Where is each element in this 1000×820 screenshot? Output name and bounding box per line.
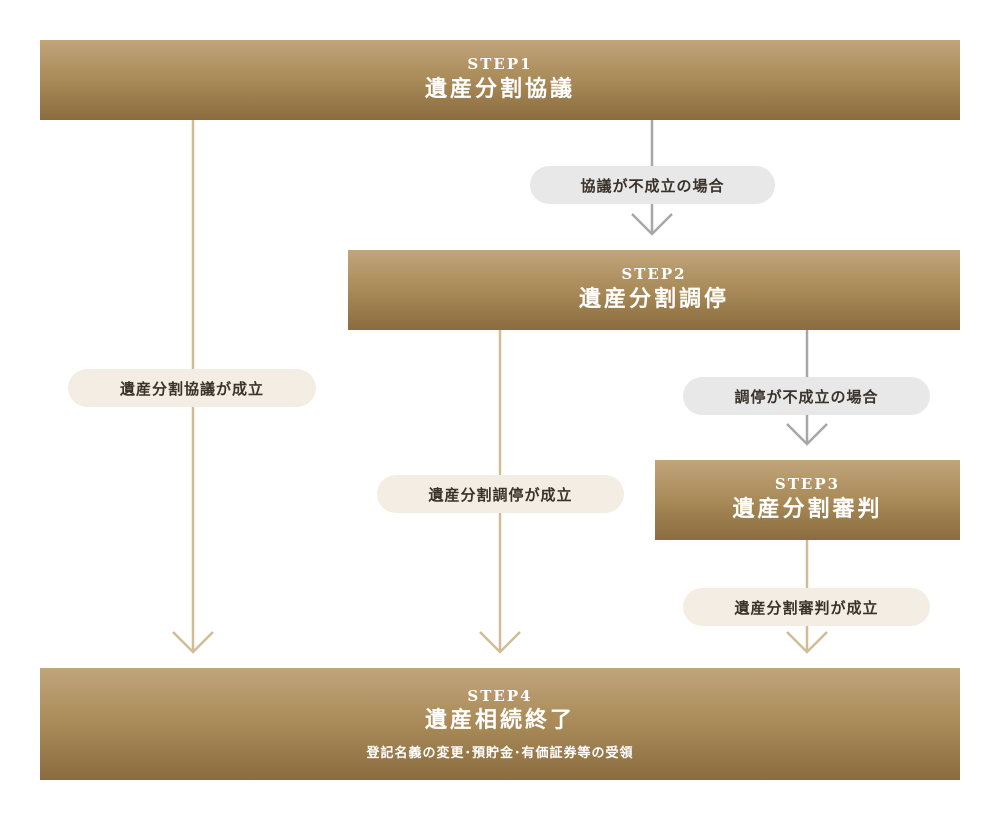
- step4-box: STEP4 遺産相続終了 登記名義の変更･預貯金･有価証券等の受領: [40, 668, 960, 780]
- step2-box: STEP2 遺産分割調停: [348, 250, 960, 330]
- step2-label: STEP2: [621, 265, 687, 284]
- condition-kyogi-seiritsu: 遺産分割協議が成立: [68, 369, 316, 407]
- step1-title: 遺産分割協議: [424, 75, 575, 102]
- step3-box: STEP3 遺産分割審判: [655, 460, 960, 540]
- step2-title: 遺産分割調停: [578, 285, 729, 312]
- step3-title: 遺産分割審判: [732, 495, 883, 522]
- step4-label: STEP4: [467, 686, 533, 705]
- step1-box: STEP1 遺産分割協議: [40, 40, 960, 120]
- condition-kyogi-fuseiritsu: 協議が不成立の場合: [530, 166, 775, 204]
- step4-title: 遺産相続終了: [424, 707, 575, 734]
- condition-shinpan-seiritsu: 遺産分割審判が成立: [683, 588, 930, 626]
- step1-label: STEP1: [467, 55, 533, 74]
- condition-chotei-seiritsu: 遺産分割調停が成立: [377, 475, 624, 513]
- step4-subtitle: 登記名義の変更･預貯金･有価証券等の受領: [366, 746, 634, 762]
- condition-chotei-fuseiritsu: 調停が不成立の場合: [683, 377, 930, 415]
- step3-label: STEP3: [774, 475, 841, 494]
